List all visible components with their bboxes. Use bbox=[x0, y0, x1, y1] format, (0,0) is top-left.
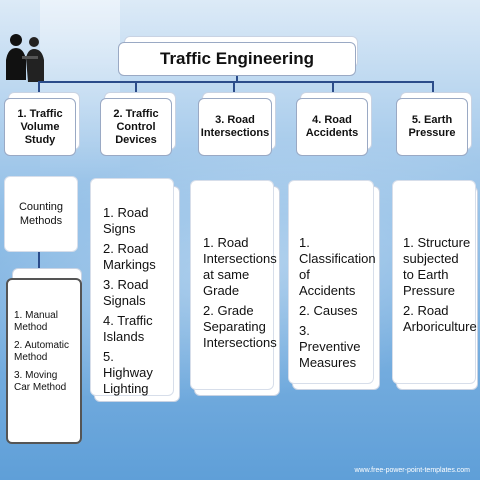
category-road-intersections: 3. Road Intersections bbox=[198, 98, 272, 156]
detail-item: 4. Traffic Islands bbox=[103, 313, 153, 344]
business-people-logo bbox=[6, 34, 44, 82]
earth-pressure-detail: 1. Structure subjected to Earth Pressure… bbox=[392, 180, 477, 384]
title-connector bbox=[236, 76, 238, 82]
detail-item: 2. Automatic Method bbox=[14, 340, 70, 363]
connector-1 bbox=[38, 81, 40, 99]
detail-item: 2. Road Markings bbox=[103, 241, 156, 272]
connector-4 bbox=[332, 81, 334, 99]
diagram-title: Traffic Engineering bbox=[118, 42, 356, 76]
detail-item: 2. Road Arboriculture bbox=[403, 303, 477, 334]
category-road-accidents: 4. Road Accidents bbox=[296, 98, 368, 156]
detail-item: 1. Classification of Accidents bbox=[299, 235, 376, 298]
detail-item: 1. Road Signs bbox=[103, 205, 149, 236]
detail-item: 3. Preventive Measures bbox=[299, 323, 361, 370]
footer-url: www.free-power-point-templates.com bbox=[354, 467, 470, 474]
detail-item: 3. Moving Car Method bbox=[14, 370, 67, 393]
category-traffic-control-devices: 2. Traffic Control Devices bbox=[100, 98, 172, 156]
detail-item: 2. Grade Separating Intersections bbox=[203, 303, 277, 350]
horizontal-connector bbox=[38, 81, 432, 83]
counting-methods-detail: 1. Manual Method 2. Automatic Method 3. … bbox=[6, 278, 82, 444]
traffic-control-devices-detail: 1. Road Signs 2. Road Markings 3. Road S… bbox=[90, 178, 174, 396]
connector-5 bbox=[432, 81, 434, 99]
detail-item: 5. Highway Lighting bbox=[103, 349, 153, 396]
category-traffic-volume-study: 1. Traffic Volume Study bbox=[4, 98, 76, 156]
counting-methods-connector bbox=[38, 252, 40, 272]
category-earth-pressure: 5. Earth Pressure bbox=[396, 98, 468, 156]
detail-item: 2. Causes bbox=[299, 303, 358, 318]
counting-methods-box: Counting Methods bbox=[4, 176, 78, 252]
counting-methods-label: Counting Methods bbox=[18, 201, 64, 227]
connector-3 bbox=[233, 81, 235, 99]
road-accidents-detail: 1. Classification of Accidents 2. Causes… bbox=[288, 180, 376, 384]
detail-item: 3. Road Signals bbox=[103, 277, 149, 308]
detail-item: 1. Manual Method bbox=[14, 310, 58, 333]
detail-item: 1. Road Intersections at same Grade bbox=[203, 235, 277, 298]
road-intersections-detail: 1. Road Intersections at same Grade 2. G… bbox=[190, 180, 277, 390]
detail-item: 1. Structure subjected to Earth Pressure bbox=[403, 235, 471, 298]
connector-2 bbox=[135, 81, 137, 99]
